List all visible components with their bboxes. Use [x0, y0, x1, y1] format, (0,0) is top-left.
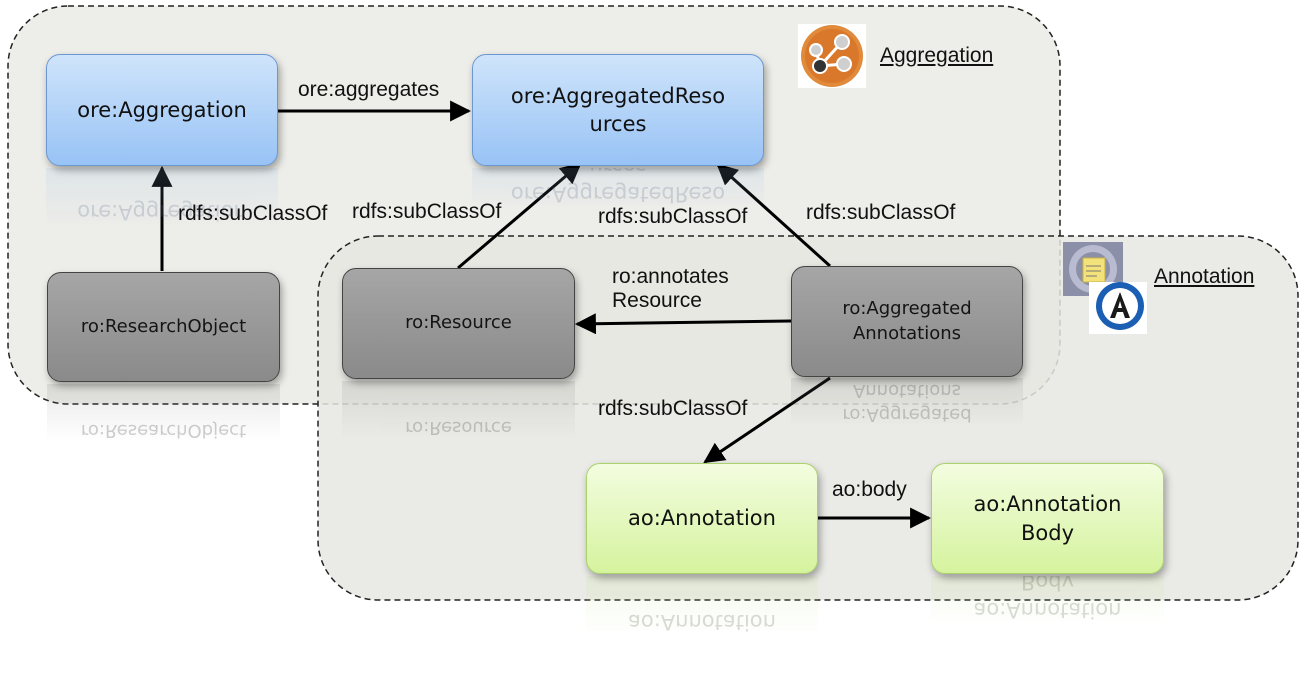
edge-subclass-annotation [703, 376, 831, 464]
edge-label-subclass-resource: rdfs:subClassOf [352, 200, 502, 223]
annotation-group-title: Annotation [1154, 265, 1255, 288]
edge-label-subclass-annotation: rdfs:subClassOf [598, 397, 748, 420]
node-ao-annotation-body[interactable]: ao:Annotation Body [931, 463, 1164, 574]
edge-label-body: ao:body [832, 478, 907, 501]
annotation-sticky-note-icon [1063, 242, 1149, 334]
edge-subclass-resource [457, 162, 582, 270]
aggregation-group-title: Aggregation [880, 44, 994, 67]
edge-label-subclass-agg-annotations: rdfs:subClassOf [598, 205, 748, 228]
aggregation-graph-icon [798, 24, 866, 88]
edge-label-subclass-research-object: rdfs:subClassOf [178, 202, 328, 225]
node-ro-research-object[interactable]: ro:ResearchObject [47, 272, 280, 382]
edge-label-aggregates: ore:aggregates [298, 78, 440, 101]
edge-label-annotates-resource: ro:annotates Resource [612, 265, 729, 313]
node-ore-aggregation[interactable]: ore:Aggregation [46, 54, 278, 166]
edge-annotates-resource [574, 313, 792, 335]
node-ro-resource[interactable]: ro:Resource [342, 268, 575, 379]
node-ro-aggregated-annotations[interactable]: ro:Aggregated Annotations [791, 266, 1023, 377]
edge-label-subclass-agg-annotations-right: rdfs:subClassOf [806, 201, 956, 224]
node-ao-annotation[interactable]: ao:Annotation [586, 463, 818, 574]
edge-subclass-agg-annotations [716, 163, 832, 268]
node-ore-aggregated-resources[interactable]: ore:AggregatedReso urces [472, 54, 764, 166]
